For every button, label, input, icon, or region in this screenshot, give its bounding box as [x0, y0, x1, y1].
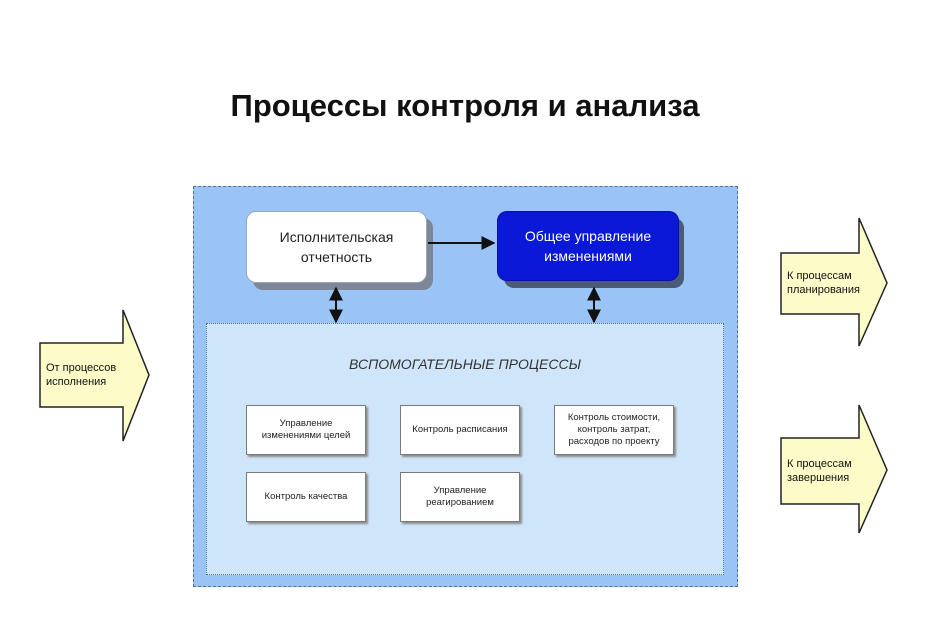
support-item-quality-control[interactable]: Контроль качества [246, 472, 366, 522]
support-item-label: Контроль стоимости, контроль затрат, рас… [567, 412, 661, 447]
support-item-label: Управление реагированием [426, 485, 494, 508]
to-closing-arrow-label: К процессам завершения [787, 458, 852, 484]
page-title: Процессы контроля и анализа [230, 88, 700, 123]
reporting-box-label: Исполнительская отчетность [279, 229, 394, 265]
support-item-label: Управление изменениями целей [261, 418, 351, 441]
support-item-label: Контроль качества [264, 491, 348, 502]
change-management-box-label: Общее управление изменениями [524, 228, 652, 264]
input-arrow-label: От процессов исполнения [46, 362, 117, 388]
support-item-response-control[interactable]: Управление реагированием [400, 472, 520, 522]
support-processes-title: ВСПОМОГАТЕЛЬНЫЕ ПРОЦЕССЫ [348, 356, 582, 372]
to-closing-arrow [780, 404, 888, 534]
input-arrow [39, 309, 150, 442]
to-planning-arrow-label: К процессам планирования [787, 270, 860, 296]
support-item-schedule-control[interactable]: Контроль расписания [400, 405, 520, 455]
reporting-box[interactable]: Исполнительская отчетность [246, 211, 427, 283]
to-planning-arrow [780, 217, 888, 347]
change-management-box[interactable]: Общее управление изменениями [497, 211, 679, 281]
support-item-cost-control[interactable]: Контроль стоимости, контроль затрат, рас… [554, 405, 674, 455]
support-item-goal-change[interactable]: Управление изменениями целей [246, 405, 366, 455]
support-item-label: Контроль расписания [412, 424, 508, 435]
